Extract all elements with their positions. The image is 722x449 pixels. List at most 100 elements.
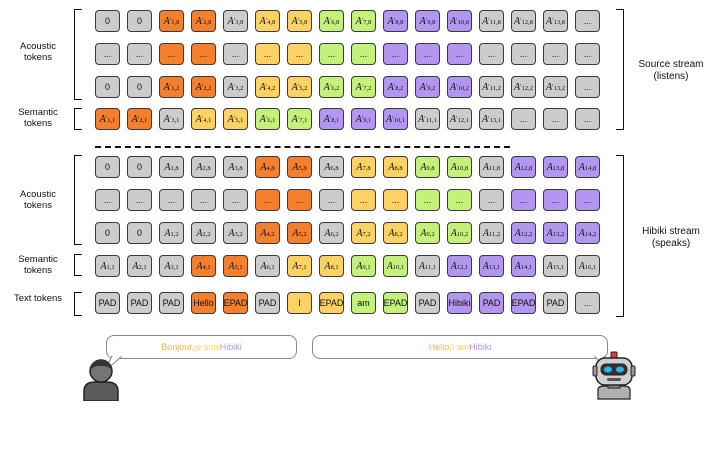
token-hib-acoustic-dots-1: ... xyxy=(95,189,120,211)
token-src-acoustic-dots-6: ... xyxy=(255,43,280,65)
token-hib-acoustic-dots-5: ... xyxy=(223,189,248,211)
bracket-hibiki-semantic xyxy=(74,254,82,276)
token-hib-acoustic-dots-3: ... xyxy=(159,189,184,211)
robot-icon xyxy=(592,351,636,400)
token-src-acoustic-dots-7: ... xyxy=(287,43,312,65)
token-src-semantic-14: ... xyxy=(511,108,536,130)
token-src-acoustic-8-6: A′4,8 xyxy=(255,10,280,32)
bubble-seg-2: Hibiki xyxy=(219,342,242,352)
token-hib-acoustic-dots-6: ... xyxy=(255,189,280,211)
bubble-seg-1: je suis xyxy=(194,342,220,352)
token-src-semantic-2: A′2,1 xyxy=(127,108,152,130)
label-hibiki-acoustic-tokens: Acoustic tokens xyxy=(20,189,56,211)
token-text-10: EPAD xyxy=(383,292,408,314)
token-src-acoustic-dots-2: ... xyxy=(127,43,152,65)
bracket-hibiki-acoustic xyxy=(74,155,82,245)
token-src-acoustic-2-1: 0 xyxy=(95,76,120,98)
token-hib-acoustic-dots-11: ... xyxy=(415,189,440,211)
token-text-13: PAD xyxy=(479,292,504,314)
token-hib-acoustic-dots-9: ... xyxy=(351,189,376,211)
token-hib-acoustic-dots-2: ... xyxy=(127,189,152,211)
token-src-acoustic-2-3: A′1,2 xyxy=(159,76,184,98)
token-hib-acoustic-dots-10: ... xyxy=(383,189,408,211)
label-hibiki-semantic-tokens: Semantic tokens xyxy=(18,254,58,276)
person-icon xyxy=(83,359,119,401)
token-src-semantic-8: A′8,1 xyxy=(319,108,344,130)
token-src-acoustic-dots-3: ... xyxy=(159,43,184,65)
token-src-acoustic-2-4: A′2,2 xyxy=(191,76,216,98)
token-src-semantic-15: ... xyxy=(543,108,568,130)
token-hib-acoustic-dots-15: ... xyxy=(543,189,568,211)
token-src-semantic-9: A′9,1 xyxy=(351,108,376,130)
token-text-3: PAD xyxy=(159,292,184,314)
token-src-semantic-13: A′13,1 xyxy=(479,108,504,130)
token-src-acoustic-2-5: A′3,2 xyxy=(223,76,248,98)
token-hib-acoustic-dots-4: ... xyxy=(191,189,216,211)
bubble-seg-5: Hibiki xyxy=(469,342,492,352)
source-speech-bubble: Bonjour, je suis Hibiki xyxy=(106,335,297,359)
token-src-acoustic-8-10: A′8,8 xyxy=(383,10,408,32)
token-src-acoustic-8-11: A′9,8 xyxy=(415,10,440,32)
bubble-seg-4: I am xyxy=(451,342,470,352)
token-src-semantic-6: A′6,1 xyxy=(255,108,280,130)
token-src-acoustic-dots-1: ... xyxy=(95,43,120,65)
token-src-acoustic-8-8: A′6,8 xyxy=(319,10,344,32)
token-text-7: I xyxy=(287,292,312,314)
token-text-14: EPAD xyxy=(511,292,536,314)
token-text-1: PAD xyxy=(95,292,120,314)
token-hib-acoustic-dots-12: ... xyxy=(447,189,472,211)
bubble-seg-3: Hello, xyxy=(428,342,452,352)
token-src-semantic-5: A′5,1 xyxy=(223,108,248,130)
token-text-11: PAD xyxy=(415,292,440,314)
token-text-4: Hello xyxy=(191,292,216,314)
token-hib-acoustic-8-2: 0 xyxy=(127,156,152,178)
label-source-acoustic-tokens: Acoustic tokens xyxy=(20,41,56,63)
bracket-source-acoustic xyxy=(74,9,82,100)
token-hib-acoustic-dots-16: ... xyxy=(575,189,600,211)
token-hib-acoustic-dots-7: ... xyxy=(287,189,312,211)
label-text-tokens: Text tokens xyxy=(13,293,63,304)
token-src-acoustic-2-8: A′6,2 xyxy=(319,76,344,98)
token-src-acoustic-dots-8: ... xyxy=(319,43,344,65)
hibiki-speech-bubble: Hello, I am Hibiki xyxy=(312,335,608,359)
token-hib-acoustic-dots-13: ... xyxy=(479,189,504,211)
token-text-2: PAD xyxy=(127,292,152,314)
token-src-acoustic-dots-13: ... xyxy=(479,43,504,65)
token-src-acoustic-8-9: A′7,8 xyxy=(351,10,376,32)
token-src-acoustic-2-13: A′11,2 xyxy=(479,76,504,98)
label-source-semantic-tokens: Semantic tokens xyxy=(18,107,58,129)
token-src-acoustic-2-7: A′5,2 xyxy=(287,76,312,98)
token-src-acoustic-8-2: 0 xyxy=(127,10,152,32)
token-src-semantic-4: A′4,1 xyxy=(191,108,216,130)
token-src-acoustic-2-15: A′13,2 xyxy=(543,76,568,98)
token-hib-acoustic-dots-8: ... xyxy=(319,189,344,211)
token-src-acoustic-2-11: A′9,2 xyxy=(415,76,440,98)
token-src-semantic-7: A′7,1 xyxy=(287,108,312,130)
